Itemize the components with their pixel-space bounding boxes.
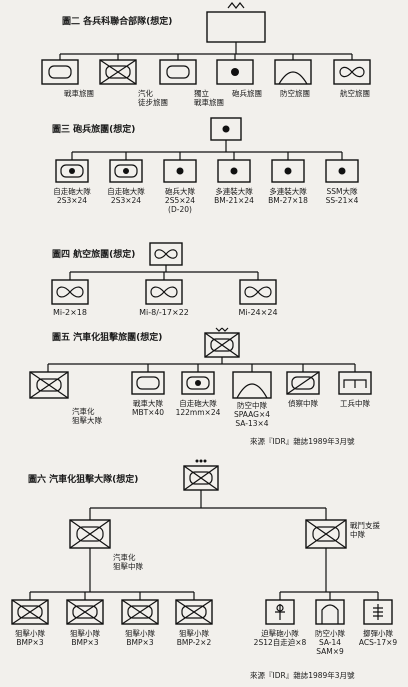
fig5-connectors xyxy=(48,357,355,365)
fig6-connectors xyxy=(90,490,326,509)
fig5-hq-symbol xyxy=(204,327,240,358)
fig6-title: 圖六 汽車化狙擊大隊(想定) xyxy=(28,473,138,485)
fig3-units xyxy=(55,152,359,183)
unit-label: 航空旅團 xyxy=(340,88,370,98)
fig6-support-units xyxy=(265,592,393,625)
unit-label: 防空旅團 xyxy=(280,88,310,98)
fig3-connectors xyxy=(72,140,342,153)
fig4-hq-symbol xyxy=(149,242,183,266)
fig6-mid-labels: 汽車化狙擊中隊 戰鬥支援中隊 xyxy=(113,520,380,571)
fig2-title: 圖二 各兵科聯合部隊(想定) xyxy=(62,15,172,27)
fig4-unit-labels: Mi-2×18 Mi-8/-17×22 Mi-24×24 xyxy=(53,308,278,317)
fig5-title: 圖五 汽車化狙擊旅團(想定) xyxy=(52,331,162,343)
fig3-title: 圖三 砲兵旅團(想定) xyxy=(52,123,135,135)
unit-label: Mi-8/-17×22 xyxy=(139,308,189,317)
unit-label: 戰車旅團 xyxy=(64,88,94,98)
fig4-connectors xyxy=(70,265,258,273)
fig2-hq-symbol xyxy=(206,2,266,43)
unit-label: 戰鬥支援中隊 xyxy=(350,520,380,539)
fig5-source: 來源『IDR』雜誌1989年3月號 xyxy=(250,436,355,446)
fig4-units xyxy=(51,272,277,305)
unit-label: 砲兵旅團 xyxy=(232,88,262,98)
fig6-squads xyxy=(11,592,213,625)
fig6-source: 來源『IDR』雜誌1989年3月號 xyxy=(250,670,355,680)
unit-label: 工兵中隊 xyxy=(340,398,370,408)
fig2-units xyxy=(41,54,371,85)
fig2-unit-labels: 戰車旅團 汽化徒步旅團 獨立戰車旅團 砲兵旅團 防空旅團 航空旅團 xyxy=(64,88,370,107)
fig6-sub-connectors xyxy=(30,548,378,593)
unit-label: 汽化徒步旅團 xyxy=(138,88,168,107)
unit-label: 獨立戰車旅團 xyxy=(194,88,224,107)
fig6-mid-units xyxy=(69,508,347,549)
fig3-hq-symbol xyxy=(210,117,242,141)
fig4-title: 圖四 航空旅團(想定) xyxy=(52,248,135,260)
fig2-connectors xyxy=(60,42,352,55)
unit-label: 汽車化狙擊大隊 xyxy=(72,406,102,425)
fig5-units xyxy=(29,364,372,399)
unit-label: 汽車化狙擊中隊 xyxy=(113,552,143,571)
unit-label: Mi-24×24 xyxy=(238,308,277,317)
fig6-hq-symbol xyxy=(183,459,219,491)
unit-label: Mi-2×18 xyxy=(53,308,87,317)
unit-label: 偵察中隊 xyxy=(288,398,318,408)
